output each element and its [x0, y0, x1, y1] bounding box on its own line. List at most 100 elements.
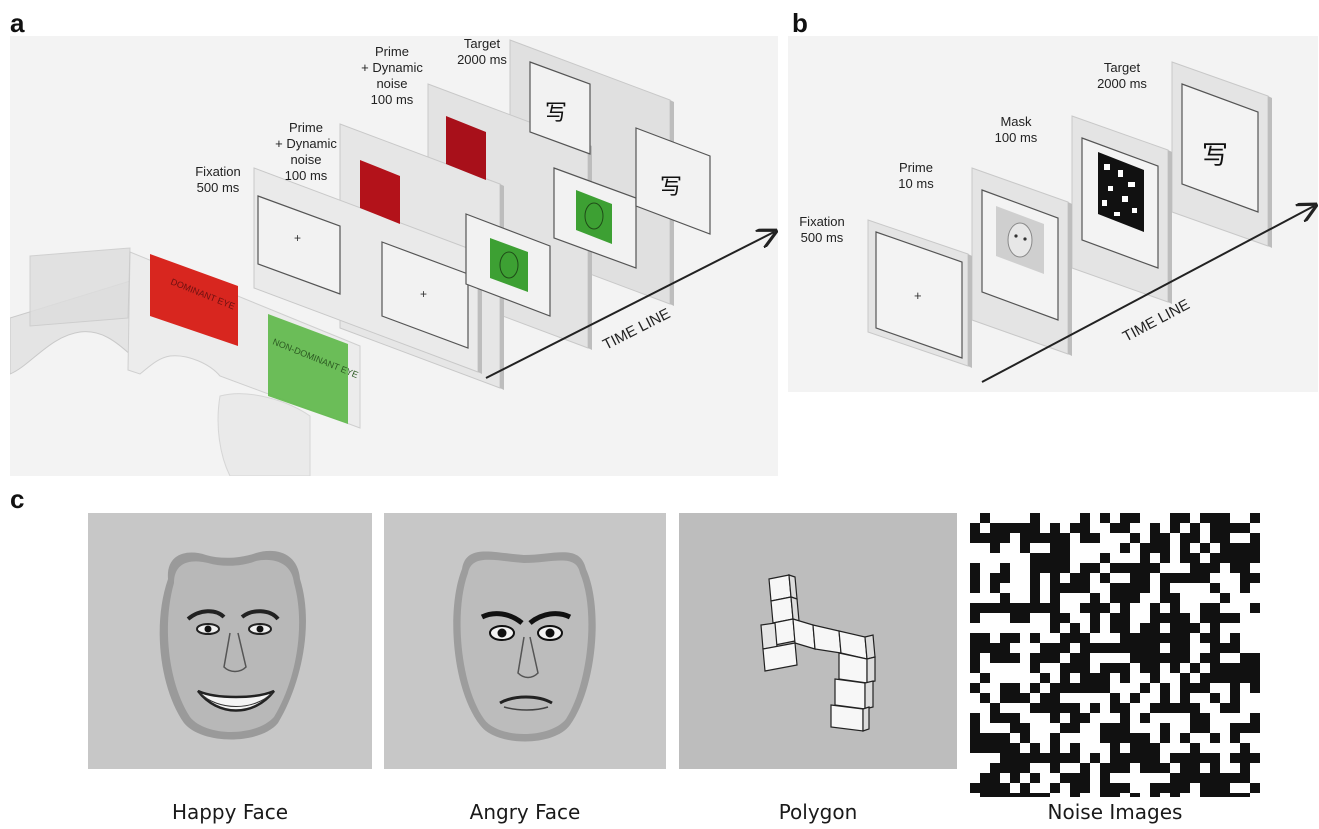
- noise-cell: [1170, 643, 1180, 653]
- noise-cell: [1160, 763, 1170, 773]
- noise-cell: [1170, 773, 1180, 783]
- noise-cell: [1210, 603, 1220, 613]
- noise-cell: [1190, 683, 1200, 693]
- noise-cell: [1220, 673, 1230, 683]
- noise-cell: [1190, 623, 1200, 633]
- noise-cell: [1040, 643, 1050, 653]
- noise-cell: [1080, 603, 1090, 613]
- noise-cell: [1060, 633, 1070, 643]
- noise-cell: [980, 633, 990, 643]
- red-lens: [150, 254, 238, 346]
- noise-cell: [1170, 753, 1180, 763]
- noise-cell: [1080, 713, 1090, 723]
- noise-cell: [1070, 683, 1080, 693]
- noise-cell: [1230, 643, 1240, 653]
- noise-cell: [1000, 753, 1010, 763]
- panel-a-diagram: DOMINANT EYE NON-DOMINANT EYE + + 写 写 Fi…: [10, 36, 778, 476]
- noise-cell: [1150, 613, 1160, 623]
- noise-cell: [1160, 613, 1170, 623]
- noise-images-label: Noise Images: [1047, 800, 1183, 824]
- noise-cell: [1000, 563, 1010, 573]
- noise-cell: [1130, 593, 1140, 603]
- noise-cell: [1060, 563, 1070, 573]
- noise-cell: [1140, 573, 1150, 583]
- noise-cell: [980, 783, 990, 793]
- noise-cell: [1230, 773, 1240, 783]
- noise-cell: [1230, 793, 1240, 797]
- noise-cell: [1140, 653, 1150, 663]
- noise-cell: [1210, 663, 1220, 673]
- noise-cell: [1000, 733, 1010, 743]
- noise-cell: [1200, 753, 1210, 763]
- noise-cell: [1120, 703, 1130, 713]
- noise-cell: [1210, 523, 1220, 533]
- noise-cell: [1040, 653, 1050, 663]
- noise-cell: [1080, 583, 1090, 593]
- noise-cell: [1220, 643, 1230, 653]
- noise-cell: [1030, 683, 1040, 693]
- noise-cell: [1180, 683, 1190, 693]
- noise-cell: [1170, 613, 1180, 623]
- noise-cell: [1120, 723, 1130, 733]
- noise-cell: [1000, 653, 1010, 663]
- svg-text:Target: Target: [464, 36, 501, 51]
- noise-cell: [1100, 773, 1110, 783]
- noise-cell: [1140, 713, 1150, 723]
- svg-text:500 ms: 500 ms: [197, 180, 240, 195]
- noise-cell: [1050, 763, 1060, 773]
- noise-cell: [1160, 543, 1170, 553]
- noise-cell: [1150, 523, 1160, 533]
- noise-cell: [1210, 553, 1220, 563]
- noise-cell: [1220, 663, 1230, 673]
- noise-cell: [1000, 603, 1010, 613]
- noise-cell: [1050, 533, 1060, 543]
- noise-cell: [1030, 583, 1040, 593]
- svg-text:100 ms: 100 ms: [995, 130, 1038, 145]
- noise-cell: [1190, 533, 1200, 543]
- noise-cell: [1180, 533, 1190, 543]
- noise-cell: [1220, 553, 1230, 563]
- noise-cell: [1170, 603, 1180, 613]
- noise-cell: [980, 513, 990, 523]
- noise-cell: [1070, 713, 1080, 723]
- noise-cell: [1080, 563, 1090, 573]
- noise-cell: [970, 683, 980, 693]
- happy-face-photo: [88, 513, 372, 769]
- noise-cell: [990, 653, 1000, 663]
- noise-cell: [1030, 603, 1040, 613]
- timeline-label-a: TIME LINE: [600, 305, 673, 353]
- noise-cell: [990, 713, 1000, 723]
- noise-cell: [1050, 713, 1060, 723]
- noise-cell: [1030, 703, 1040, 713]
- noise-cell: [980, 773, 990, 783]
- noise-cell: [1190, 723, 1200, 733]
- noise-cell: [1170, 633, 1180, 643]
- target-char-b: 写: [1202, 140, 1228, 170]
- noise-cell: [1110, 693, 1120, 703]
- noise-cell: [1170, 703, 1180, 713]
- noise-cell: [1150, 543, 1160, 553]
- noise-cell: [1040, 673, 1050, 683]
- noise-cell: [1070, 633, 1080, 643]
- noise-cell: [1250, 683, 1260, 693]
- noise-cell: [1110, 563, 1120, 573]
- noise-cell: [1090, 673, 1100, 683]
- noise-cell: [970, 743, 980, 753]
- noise-cell: [1250, 603, 1260, 613]
- noise-cell: [1220, 783, 1230, 793]
- noise-cell: [1020, 523, 1030, 533]
- noise-cell: [980, 673, 990, 683]
- noise-cell: [1150, 673, 1160, 683]
- noise-cell: [1190, 763, 1200, 773]
- noise-cell: [1050, 683, 1060, 693]
- noise-cell: [1060, 543, 1070, 553]
- noise-cell: [1210, 693, 1220, 703]
- noise-cell: [1150, 533, 1160, 543]
- noise-cell: [1010, 603, 1020, 613]
- noise-cell: [1180, 553, 1190, 563]
- noise-cell: [1240, 743, 1250, 753]
- noise-cell: [970, 613, 980, 623]
- noise-cell: [1150, 643, 1160, 653]
- anaglyph-glasses: DOMINANT EYE NON-DOMINANT EYE: [10, 247, 361, 476]
- noise-cell: [1030, 563, 1040, 573]
